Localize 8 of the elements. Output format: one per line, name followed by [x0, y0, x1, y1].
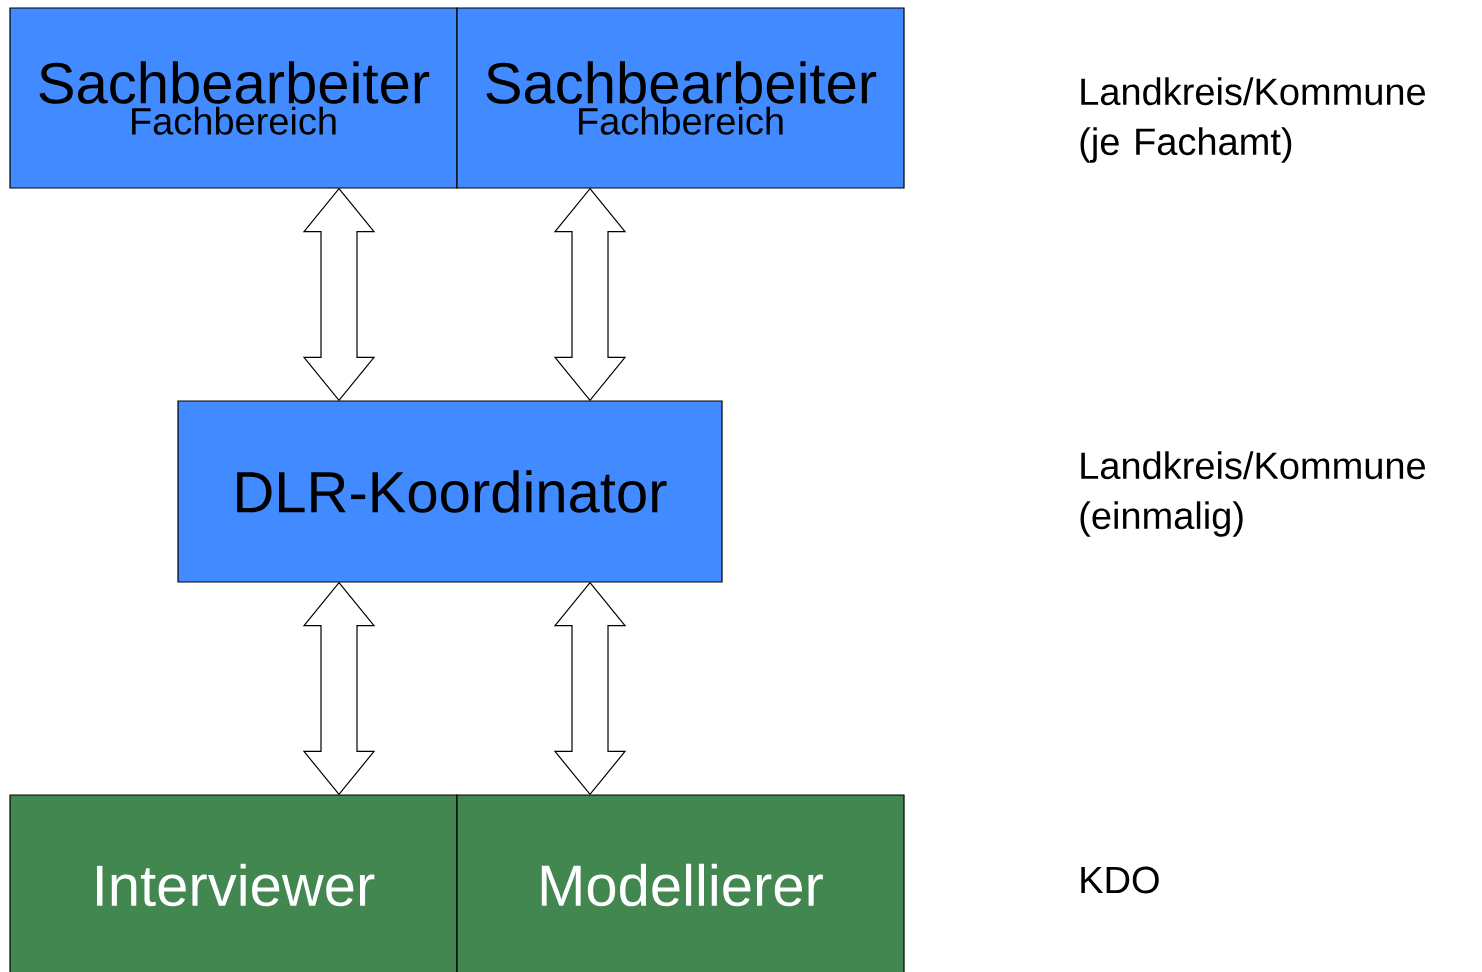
- process-box: Interviewer: [9, 794, 458, 972]
- process-box: Sachbearbeiter Fachbereich: [456, 7, 905, 189]
- process-box: Modellierer: [456, 794, 905, 972]
- process-box: Sachbearbeiter Fachbereich: [9, 7, 458, 189]
- side-label: Landkreis/Kommune (einmalig): [1080, 451, 1425, 537]
- process-box: DLR-Koordinator: [177, 400, 723, 583]
- side-label: KDO: [1081, 866, 1159, 894]
- side-label: Landkreis/Kommune (je Fachamt): [1080, 77, 1425, 163]
